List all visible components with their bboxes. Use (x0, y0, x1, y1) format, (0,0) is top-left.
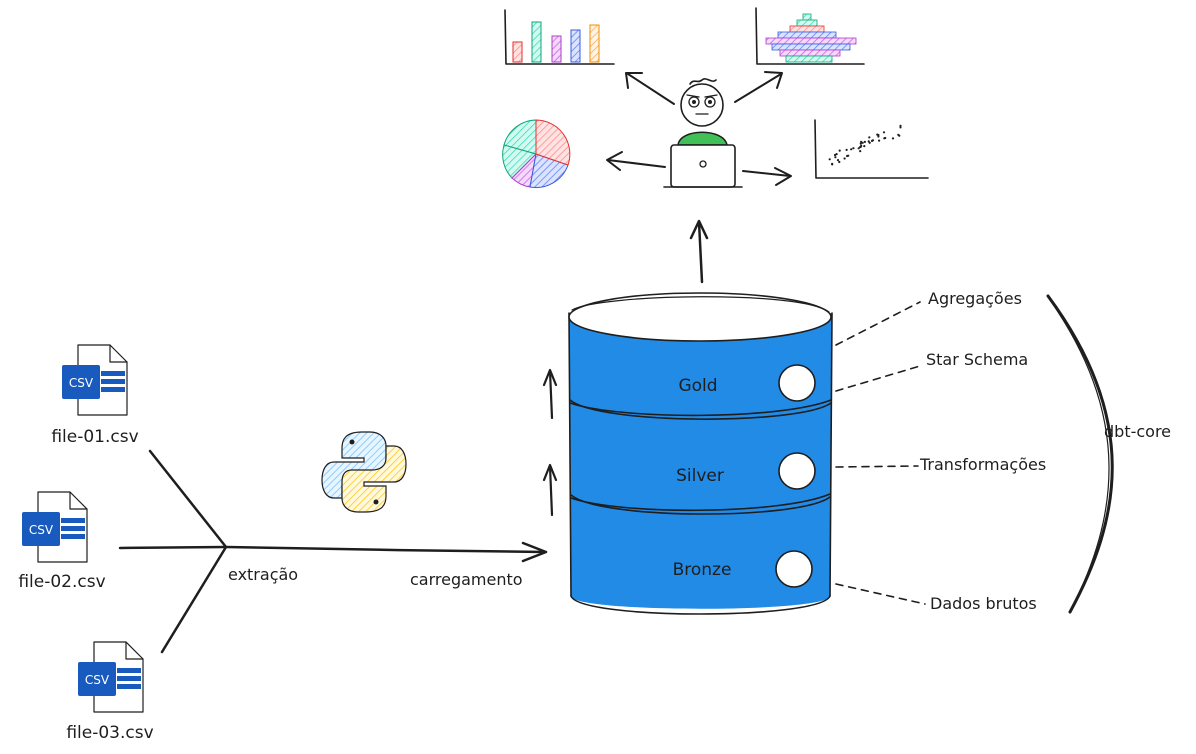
scatter-dot (899, 124, 902, 127)
csv-file-1: CSV file-01.csv (51, 344, 139, 447)
annotation-aggregations: Agregações (928, 289, 1022, 308)
file-label: file-03.csv (66, 723, 153, 743)
scatter-dot (867, 140, 870, 143)
bar-chart-icon (504, 9, 615, 65)
extraction-lines (118, 449, 228, 654)
annotation-raw-data: Dados brutos (930, 594, 1037, 613)
csv-file-icon: CSV (22, 491, 88, 563)
load-label: carregamento (410, 570, 523, 589)
db-layer-bronze: Bronze (673, 550, 813, 588)
scatter-dot (857, 147, 860, 150)
scatter-dot (860, 144, 863, 147)
csv-file-icon-text: CSV (29, 523, 54, 537)
scatter-dot (882, 131, 886, 134)
python-logo-icon (321, 431, 407, 513)
csv-file-icon: CSV (62, 344, 128, 416)
scatter-dot (828, 158, 831, 161)
file-label: file-01.csv (51, 427, 138, 447)
scatter-dot (845, 148, 848, 151)
extract-label: extração (228, 565, 298, 584)
layer-label-gold: Gold (678, 376, 717, 396)
db-layer-silver: Silver (676, 452, 816, 490)
csv-file-icon-text: CSV (85, 673, 110, 687)
dbt-core-label: dbt-core (1104, 422, 1171, 441)
scatter-dot (878, 139, 881, 142)
scatter-dot (850, 148, 853, 151)
scatter-dot (833, 153, 837, 157)
csv-file-2: CSV file-02.csv (18, 491, 106, 592)
csv-file-icon: CSV (78, 641, 144, 713)
scatter-dot (836, 159, 840, 162)
scatter-dot (846, 154, 849, 158)
scatter-plot-icon (814, 119, 929, 179)
scatter-dot (838, 160, 841, 164)
scatter-dot (871, 139, 875, 142)
scatter-dot (891, 137, 895, 140)
layer-label-silver: Silver (676, 466, 724, 486)
dbt-core-bracket (1046, 294, 1114, 614)
serve-arrow (689, 219, 709, 284)
layer-port-bronze (775, 550, 813, 588)
scatter-dot (843, 157, 846, 160)
db-layer-gold: Gold (678, 364, 816, 402)
scatter-dot (877, 135, 880, 138)
population-pyramid-icon (755, 7, 865, 65)
scatter-dot (883, 137, 886, 140)
scatter-dot (861, 141, 864, 144)
load-arrow (224, 541, 548, 563)
layer-annotations: Agregações Star Schema Transformações Da… (835, 289, 1046, 613)
scatter-dot (859, 150, 862, 153)
promotion-arrows (542, 368, 558, 517)
scatter-dot (863, 140, 867, 143)
layer-label-bronze: Bronze (673, 560, 732, 580)
scatter-dot (860, 140, 863, 143)
scatter-dot (834, 156, 837, 159)
scatter-dot (859, 142, 862, 145)
annotation-transformations: Transformações (919, 455, 1046, 474)
pie-chart-icon (502, 119, 571, 189)
csv-file-3: CSV file-03.csv (66, 641, 154, 743)
annotation-star-schema: Star Schema (926, 350, 1028, 369)
scatter-dot (868, 136, 871, 139)
scatter-dot (852, 147, 855, 150)
scatter-dot (899, 126, 902, 129)
scatter-dot (831, 163, 834, 166)
file-label: file-02.csv (18, 572, 105, 592)
scatter-dot (835, 153, 838, 156)
database-cylinder (568, 292, 833, 615)
layer-port-gold (778, 364, 816, 402)
scatter-dot (838, 149, 841, 152)
scatter-dot (897, 133, 900, 136)
output-arrows (606, 71, 792, 186)
csv-file-icon-text: CSV (69, 376, 94, 390)
analyst-with-laptop-icon (663, 78, 743, 188)
scatter-dot (863, 145, 866, 148)
layer-port-silver (778, 452, 816, 490)
